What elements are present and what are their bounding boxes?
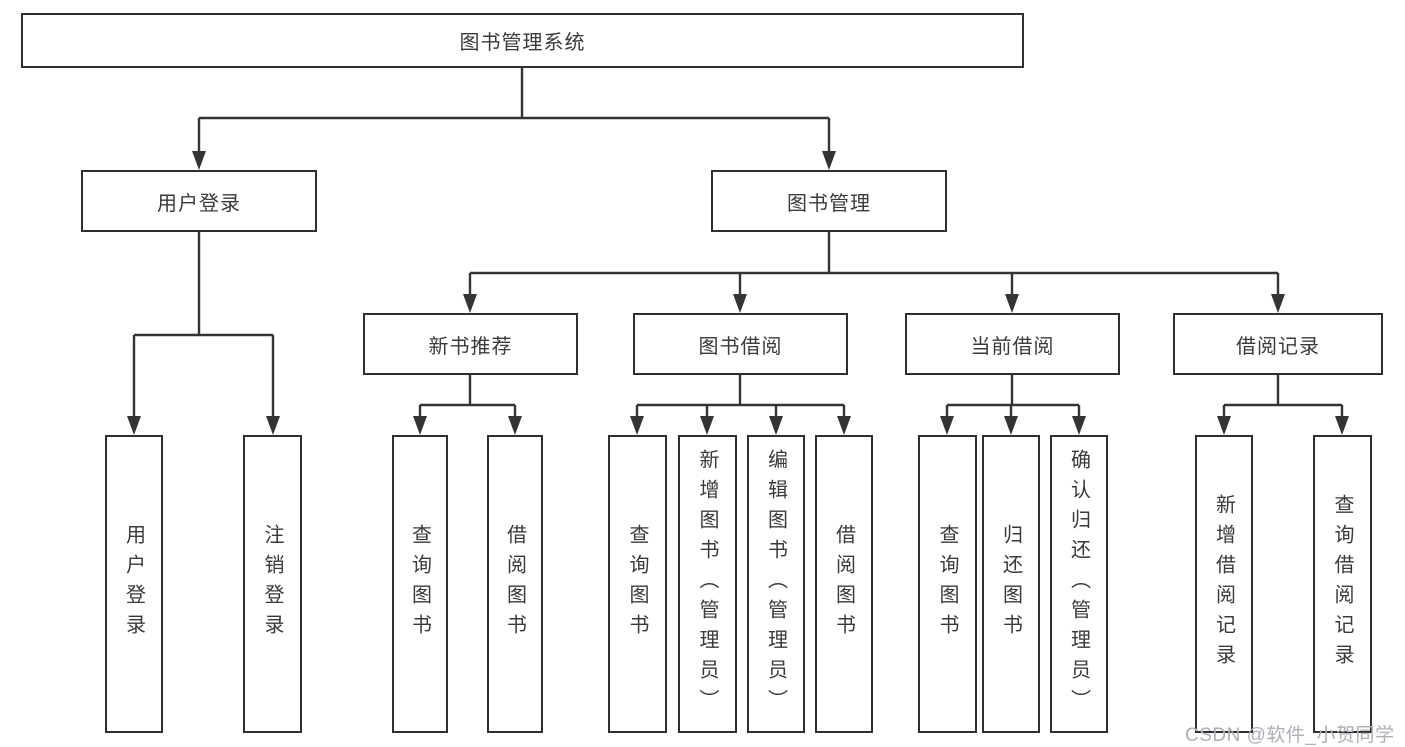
arrowhead [837, 416, 851, 435]
leaf-br-query-record: 查询借阅记录 [1313, 435, 1372, 733]
node-label: 借阅记录 [1236, 335, 1320, 358]
arrowhead [127, 416, 141, 435]
arrowhead [1005, 294, 1019, 313]
arrowhead [630, 416, 644, 435]
node-label: 图书管理系统 [459, 32, 586, 54]
node-label: 确认归还（管理员） [1067, 449, 1090, 719]
node-label: 查询借阅记录 [1331, 494, 1353, 674]
leaf-logout: 注销登录 [243, 435, 302, 733]
node-label: 图书管理 [787, 192, 871, 215]
node-book-management: 图书管理 [711, 170, 947, 232]
node-current-borrowing: 当前借阅 [905, 313, 1120, 375]
connector-borrowrecords-to-leaves [1222, 375, 1344, 416]
arrowhead [733, 294, 747, 313]
leaf-cb-confirm-return-admin: 确认归还（管理员） [1050, 435, 1108, 733]
connector-bookborrow-to-leaves [635, 375, 846, 416]
arrowhead [413, 416, 427, 435]
node-label: 图书借阅 [698, 335, 783, 358]
leaf-cb-query-book: 查询图书 [918, 435, 977, 733]
node-label: 借阅图书 [832, 524, 855, 644]
arrowhead [1072, 416, 1086, 435]
connector-userlogin-to-leaves [132, 232, 275, 416]
csdn-watermark: CSDN @软件_小贺同学 [1185, 725, 1395, 746]
arrowhead [700, 416, 714, 435]
arrowhead [463, 294, 477, 313]
node-label: 用户登录 [157, 192, 241, 215]
leaf-bb-edit-book-admin: 编辑图书（管理员） [747, 435, 805, 733]
node-label: 新书推荐 [428, 335, 513, 358]
arrowhead [1335, 416, 1349, 435]
arrowhead [266, 416, 280, 435]
arrowhead [769, 416, 783, 435]
leaf-bb-add-book-admin: 新增图书（管理员） [678, 435, 737, 733]
node-label: 注销登录 [261, 524, 283, 644]
arrowhead [822, 151, 836, 170]
arrowhead [192, 151, 206, 170]
leaf-rec-borrow-book: 借阅图书 [487, 435, 543, 733]
arrowhead [940, 416, 954, 435]
leaf-cb-return-book: 归还图书 [982, 435, 1040, 733]
node-label: 归还图书 [999, 524, 1022, 644]
node-library-management-system: 图书管理系统 [21, 13, 1024, 68]
leaf-rec-query-book: 查询图书 [392, 435, 448, 733]
arrowhead [1271, 294, 1285, 313]
leaf-bb-query-book: 查询图书 [608, 435, 667, 733]
node-label: 查询图书 [626, 524, 648, 644]
connector-newbookrec-to-leaves [418, 375, 517, 416]
node-label: 新增图书（管理员） [696, 449, 718, 719]
node-label: 新增借阅记录 [1212, 494, 1235, 674]
node-new-book-recommendation: 新书推荐 [363, 313, 578, 375]
node-label: 编辑图书（管理员） [764, 449, 787, 719]
leaf-user-login: 用户登录 [105, 435, 163, 733]
node-book-borrowing: 图书借阅 [633, 313, 848, 375]
leaf-bb-borrow-book: 借阅图书 [815, 435, 873, 733]
node-label: 借阅图书 [503, 524, 526, 644]
node-borrowing-records: 借阅记录 [1173, 313, 1383, 375]
node-label: 查询图书 [936, 524, 958, 644]
connector-currentborrow-to-leaves [945, 375, 1081, 416]
arrowhead [1217, 416, 1231, 435]
node-user-login: 用户登录 [81, 170, 317, 232]
connector-bookmgmt-to-level3 [468, 232, 1280, 294]
node-label: 当前借阅 [970, 335, 1055, 358]
node-label: 用户登录 [122, 524, 145, 644]
leaf-br-add-record: 新增借阅记录 [1195, 435, 1253, 733]
arrowhead [1004, 416, 1018, 435]
connector-root-to-level2 [197, 68, 831, 151]
arrowhead [508, 416, 522, 435]
node-label: 查询图书 [408, 524, 431, 644]
